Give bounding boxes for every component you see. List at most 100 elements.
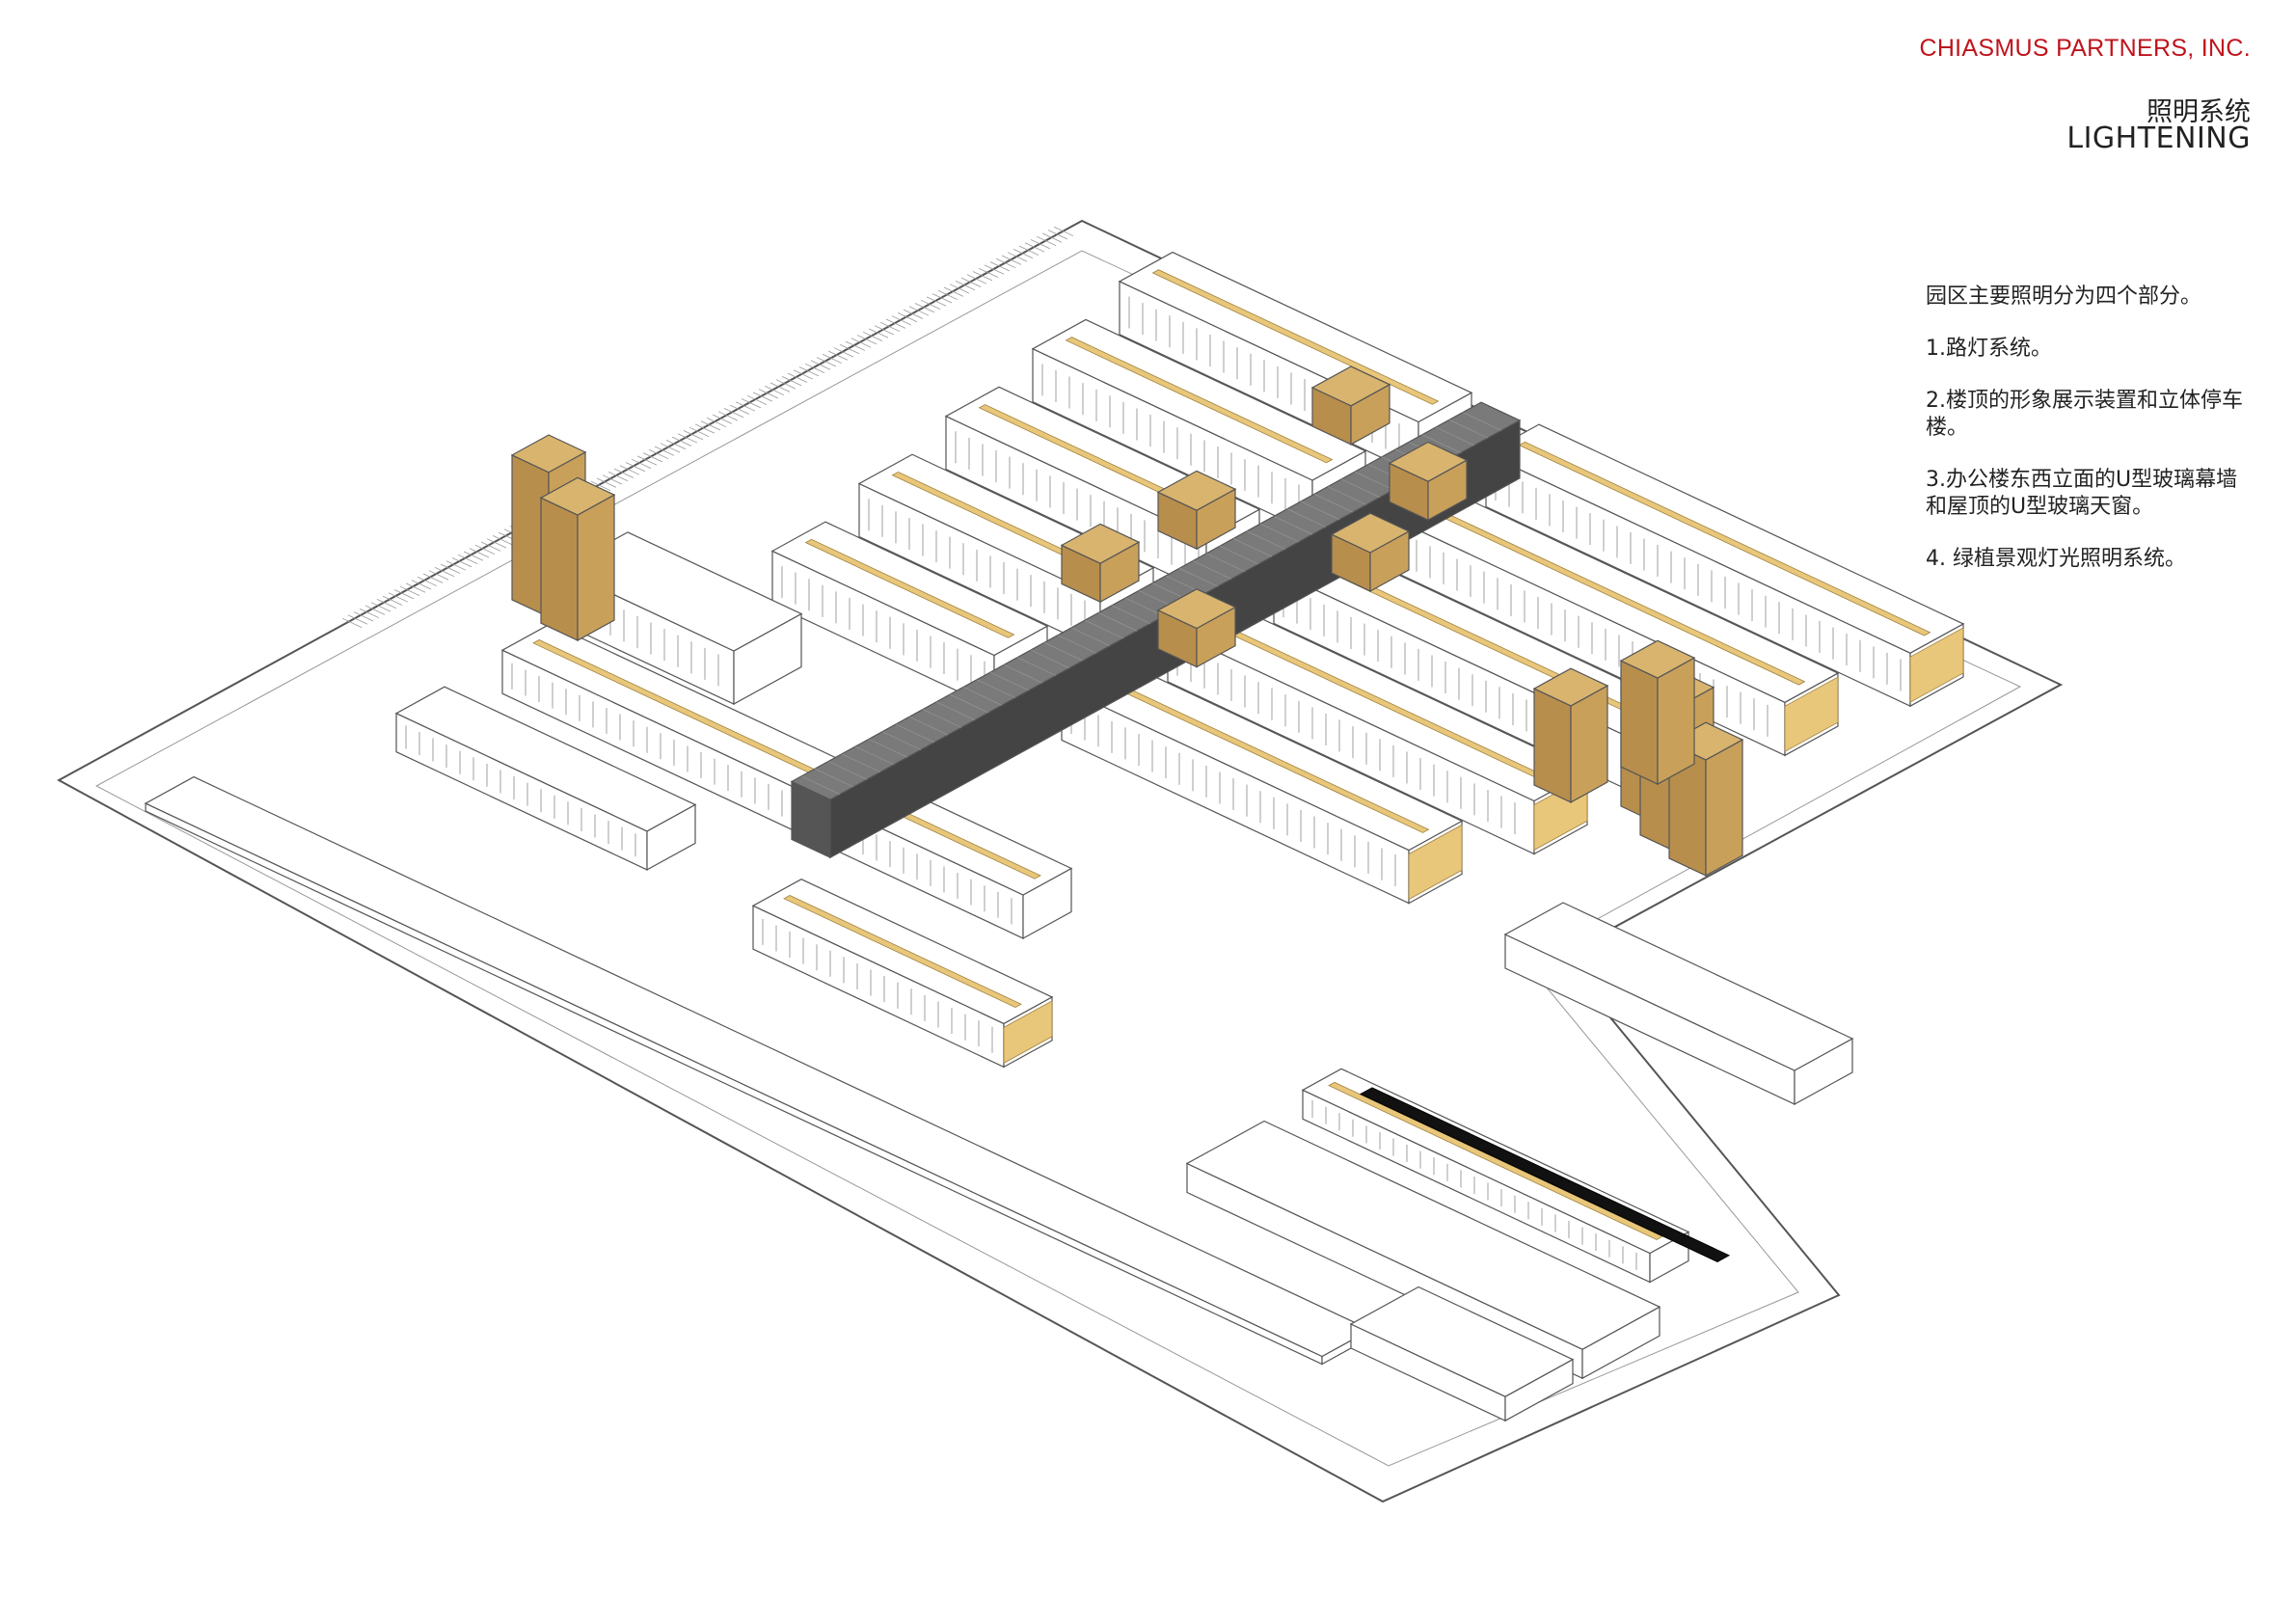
parking-tower-side-face bbox=[577, 494, 615, 642]
parking-space bbox=[984, 264, 1005, 275]
description-item-2: 2.楼顶的形象展示装置和立体停车楼。 bbox=[1926, 389, 2243, 440]
skybridge-rib bbox=[1124, 597, 1165, 617]
skybridge-rib bbox=[1246, 530, 1286, 550]
description-item-4: 4. 绿植景观灯光照明系统。 bbox=[1926, 547, 2186, 571]
parking-space bbox=[793, 369, 814, 380]
parking-space bbox=[451, 557, 472, 568]
parking-space bbox=[1053, 226, 1074, 237]
parking-space bbox=[845, 340, 866, 351]
parking-space bbox=[596, 477, 617, 488]
warehouse-roof bbox=[1349, 1286, 1575, 1397]
skybridge-rib bbox=[935, 701, 976, 720]
skybridge-rib bbox=[1097, 612, 1138, 632]
parking-space bbox=[364, 605, 386, 615]
parking-space bbox=[642, 452, 663, 463]
skybridge-rib bbox=[1354, 471, 1394, 491]
parking-space bbox=[613, 468, 634, 478]
rooftop-display-cube-roof bbox=[1156, 588, 1237, 630]
parking-space bbox=[677, 433, 698, 444]
parking-space bbox=[446, 560, 467, 571]
skybridge-rib bbox=[814, 768, 854, 788]
parking-space bbox=[694, 423, 716, 434]
firm-name: CHIASMUS PARTNERS, INC. bbox=[1919, 35, 2251, 62]
skybridge-rib bbox=[1205, 553, 1246, 572]
parking-space bbox=[353, 611, 374, 622]
skybridge-rib bbox=[1003, 664, 1043, 684]
parking-space bbox=[758, 389, 779, 399]
parking-space bbox=[833, 347, 854, 358]
u-glass-curtain-wall bbox=[1909, 627, 1964, 703]
u-glass-skylight bbox=[1151, 269, 1440, 405]
parking-space bbox=[341, 617, 363, 628]
parking-space bbox=[660, 443, 681, 453]
parking-space bbox=[625, 462, 646, 473]
parking-tower-side-face bbox=[1657, 657, 1695, 786]
parking-space bbox=[897, 312, 918, 323]
parking-space bbox=[1018, 245, 1040, 256]
parking-space bbox=[770, 382, 791, 392]
parking-space bbox=[706, 417, 727, 428]
parking-space bbox=[434, 567, 455, 578]
parking-space bbox=[781, 376, 802, 387]
parking-space bbox=[955, 281, 976, 291]
skybridge-rib bbox=[1111, 605, 1151, 624]
parking-tower-front-face bbox=[540, 497, 579, 642]
parking-space bbox=[602, 474, 623, 485]
rooftop-display-cube-roof bbox=[1388, 441, 1469, 482]
parking-space bbox=[926, 296, 947, 307]
parking-space bbox=[1012, 249, 1034, 259]
parking-tower-roof bbox=[1619, 639, 1696, 679]
warehouse-roof bbox=[1185, 1120, 1661, 1350]
u-glass-curtain-wall bbox=[1784, 676, 1839, 752]
skybridge-rib bbox=[854, 745, 895, 766]
skybridge-rib bbox=[1448, 420, 1489, 439]
parking-space bbox=[382, 595, 403, 606]
parking-space bbox=[688, 426, 710, 437]
parking-space bbox=[457, 554, 478, 564]
parking-tower-roof bbox=[1532, 667, 1609, 707]
parking-space bbox=[1030, 239, 1051, 250]
rooftop-display-cube-roof bbox=[1060, 523, 1141, 564]
parking-space bbox=[943, 286, 964, 297]
parking-space bbox=[729, 404, 750, 415]
parking-space bbox=[492, 535, 513, 546]
workshop-roof bbox=[394, 686, 697, 832]
parking-space bbox=[399, 585, 420, 596]
parking-space bbox=[932, 293, 953, 304]
parking-space bbox=[914, 303, 935, 313]
lighting-description: 园区主要照明分为四个部分。 1.路灯系统。 2.楼顶的形象展示装置和立体停车楼。… bbox=[1926, 284, 2254, 598]
skybridge-rib bbox=[1286, 508, 1327, 528]
parking-space bbox=[347, 614, 368, 625]
skybridge-rib bbox=[1340, 478, 1381, 498]
parking-space bbox=[388, 592, 409, 603]
parking-space bbox=[359, 608, 380, 619]
u-glass-skylight bbox=[783, 895, 1022, 1009]
parking-space bbox=[683, 430, 704, 441]
description-intro: 园区主要照明分为四个部分。 bbox=[1926, 284, 2202, 309]
parking-space bbox=[422, 573, 444, 583]
parking-space bbox=[966, 274, 987, 284]
parking-space bbox=[989, 261, 1011, 272]
rooftop-display-cube-roof bbox=[1156, 470, 1237, 511]
parking-space bbox=[949, 284, 970, 294]
parking-space bbox=[1041, 232, 1063, 243]
title-english: LIGHTENING bbox=[2066, 122, 2251, 155]
parking-space bbox=[920, 299, 941, 310]
parking-space bbox=[874, 325, 895, 336]
skybridge-rib bbox=[976, 679, 1016, 698]
parking-space bbox=[1047, 230, 1068, 240]
skybridge-rib bbox=[1259, 523, 1300, 543]
skybridge-rib bbox=[962, 687, 1003, 706]
parking-space bbox=[700, 420, 721, 431]
parking-space bbox=[417, 576, 438, 587]
parking-space bbox=[937, 289, 958, 301]
parking-space bbox=[978, 267, 999, 278]
skybridge-rib bbox=[922, 709, 962, 728]
skybridge-rib bbox=[1057, 635, 1097, 654]
u-glass-skylight bbox=[1065, 337, 1334, 464]
skybridge-rib bbox=[1232, 538, 1273, 557]
parking-space bbox=[370, 602, 392, 612]
skybridge-rib bbox=[1219, 545, 1259, 565]
skybridge-roof bbox=[790, 401, 1522, 800]
